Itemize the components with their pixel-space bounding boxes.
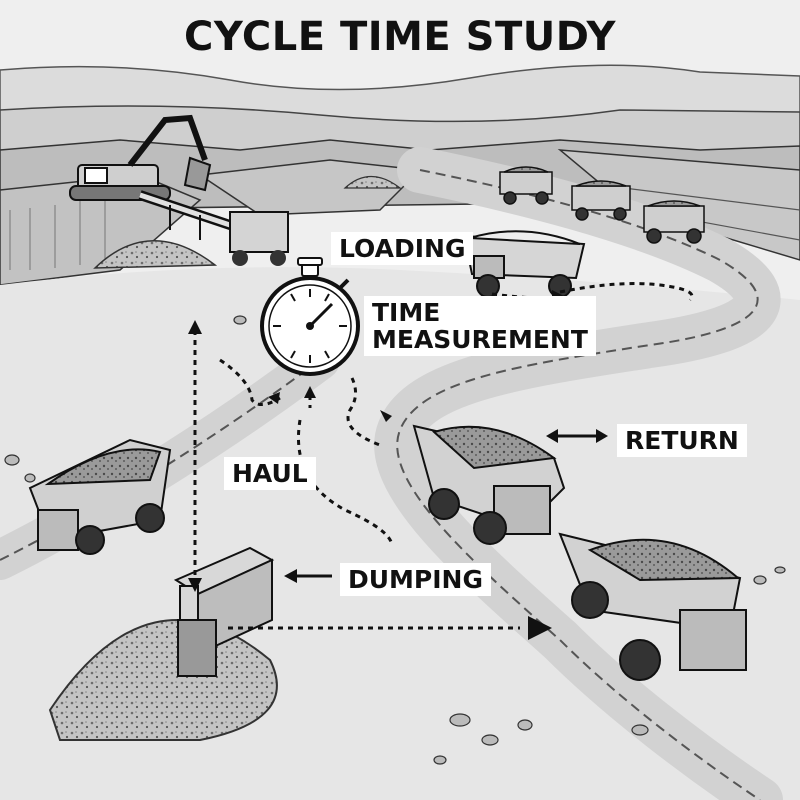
rocks (4, 315, 786, 765)
haul-truck-icon (499, 166, 705, 244)
stage-label-time-measurement: TIME MEASUREMENT (364, 296, 596, 356)
excavator-icon (69, 114, 212, 201)
label-arrows (284, 429, 608, 583)
ore-stockpile (93, 240, 218, 269)
crusher-icon (173, 546, 275, 677)
page-title: CYCLE TIME STUDY (183, 14, 617, 60)
haul-truck-icon (412, 424, 566, 545)
conveyor-icon (138, 190, 289, 266)
stage-label-dumping: DUMPING (340, 563, 491, 596)
ore-stockpile-far (343, 176, 402, 189)
stage-label-loading: LOADING (331, 232, 474, 265)
time-measurement-text: TIME MEASUREMENT (372, 298, 588, 354)
stage-label-return: RETURN (617, 424, 747, 457)
haul-flow-arrow (297, 419, 394, 546)
haul-truck-icon (28, 438, 172, 555)
stopwatch-icon (260, 257, 360, 376)
dump-pile (48, 619, 278, 741)
timer-to-return-arrow (346, 377, 381, 447)
stage-label-haul: HAUL (224, 457, 316, 490)
haul-truck-icon (462, 230, 586, 298)
haul-truck-icon (558, 532, 747, 681)
